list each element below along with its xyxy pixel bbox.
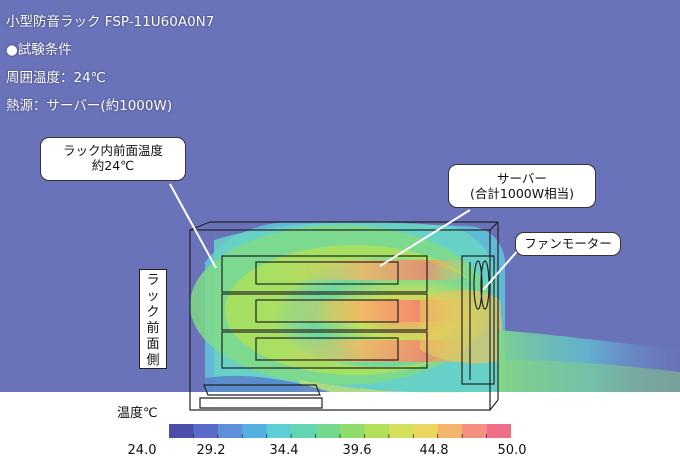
heat-source: 熱源：サーバー(約1000W) <box>6 98 173 114</box>
legend-title: 温度℃ <box>117 406 158 421</box>
callout-fan-label: ファンモーター <box>524 236 612 251</box>
colorbar-segment <box>340 424 365 438</box>
legend-tick: 34.4 <box>269 443 299 458</box>
heat-map <box>190 221 680 393</box>
colorbar-segment <box>364 424 390 438</box>
colorbar-segment <box>388 424 414 438</box>
vertical-char: ラ <box>146 273 160 288</box>
vertical-char: ッ <box>146 289 160 304</box>
callout-server-line2: (合計1000W相当) <box>470 186 574 201</box>
legend-tick: 24.0 <box>127 443 157 458</box>
colorbar-segment <box>437 424 463 438</box>
diagram-title: 小型防音ラック FSP-11U60A0N7 <box>6 14 215 30</box>
legend-tick: 50.0 <box>497 443 527 458</box>
legend-tick: 44.8 <box>419 443 449 458</box>
callout-server: サーバー (合計1000W相当) <box>448 164 596 208</box>
ambient-temperature: 周囲温度：24℃ <box>6 70 106 86</box>
colorbar-segment <box>462 424 488 438</box>
colorbar-segment <box>217 424 243 438</box>
rack-front-side-label: ラ ッ ク 前 面 側 <box>139 269 167 369</box>
leader-fan <box>482 247 521 291</box>
legend-tick: 39.6 <box>342 443 372 458</box>
server-unit <box>221 255 428 293</box>
callout-rack-front-line1: ラック内前面温度 <box>62 143 163 158</box>
callout-rack-front-line2: 約24℃ <box>91 158 135 173</box>
conditions-heading: ●試験条件 <box>6 42 72 58</box>
colorbar-segment <box>193 424 219 438</box>
colorbar-segment <box>266 424 292 438</box>
legend-tick: 29.2 <box>196 443 226 458</box>
colorbar-segment <box>413 424 439 438</box>
rack-front-frame <box>189 229 491 411</box>
callout-rack-front-temp: ラック内前面温度 約24℃ <box>40 137 186 181</box>
vertical-char: ク <box>146 305 160 320</box>
rack-base <box>199 384 323 409</box>
leader-lines <box>169 183 521 291</box>
callout-fan-motor: ファンモーター <box>515 232 621 256</box>
colorbar-segment <box>291 424 317 438</box>
server-unit <box>221 331 428 369</box>
vertical-char: 側 <box>146 353 160 368</box>
fan-motor <box>461 255 495 385</box>
leader-rack-front <box>169 183 217 269</box>
leader-server <box>379 209 471 267</box>
colorbar-segment <box>486 424 511 438</box>
server-unit <box>221 293 428 331</box>
colorbar-segment <box>242 424 268 438</box>
vertical-char: 面 <box>146 337 160 352</box>
callout-server-line1: サーバー <box>497 171 547 186</box>
vertical-char: 前 <box>146 321 160 336</box>
temperature-colorbar <box>169 424 511 438</box>
colorbar-segment <box>315 424 341 438</box>
colorbar-segment <box>169 424 194 438</box>
